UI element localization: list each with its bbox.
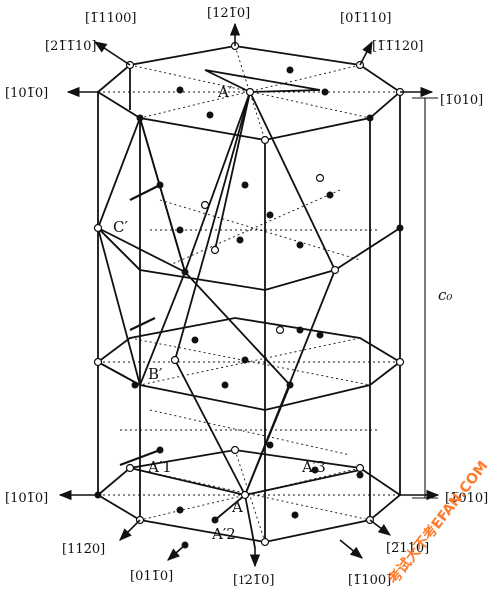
prism-edges (97, 65, 401, 542)
label-dir-10m10-top: [101̅0] (5, 86, 48, 101)
label-point-b-prime: B′ (148, 365, 163, 383)
mid-hexagon (96, 317, 402, 411)
label-dir-2m1m10-top: [21̅1̅10] (45, 39, 97, 54)
label-dir-0m110-top: [01̅110] (340, 11, 392, 26)
label-dir-01m10-bot: [011̅0] (130, 569, 173, 584)
label-dir-m1010-bot: [1̅010] (445, 491, 488, 506)
label-dir-12m10-top: [121̅0] (207, 6, 250, 21)
label-point-c-prime: C′ (113, 218, 128, 236)
label-dir-m1100-bot: [1̅100] (348, 573, 391, 588)
slip-planes (96, 69, 361, 549)
c0-dimension (412, 97, 438, 499)
intermediate-hexagon (97, 227, 401, 291)
label-point-a2: A′2 (211, 525, 236, 543)
label-dir-m2110-bot: [2̅110] (386, 541, 429, 556)
bottom-hexagon (96, 449, 402, 543)
label-point-a-top: A′ (217, 83, 233, 101)
stubs (119, 184, 161, 467)
atoms-filled (94, 66, 404, 549)
label-point-a: A (231, 498, 243, 516)
label-c0: c₀ (438, 286, 452, 304)
label-dir-m12m10-bot: [1͑21̅0] (233, 573, 274, 588)
label-dir-10m10-bot: [101̅0] (5, 491, 48, 506)
label-dir-11m20-bot: [112̅0] (62, 542, 105, 557)
atoms-open (93, 41, 405, 547)
label-dir-m1m120-top: [1̅1̅120] (372, 39, 424, 54)
label-dir-m1010-top: [1̅010] (440, 93, 483, 108)
label-point-a3: A′3 (301, 458, 326, 476)
direction-arrows (58, 22, 440, 568)
label-point-a1: A′1 (147, 458, 172, 476)
label-dir-m1100-top: [1̅1100] (85, 11, 137, 26)
